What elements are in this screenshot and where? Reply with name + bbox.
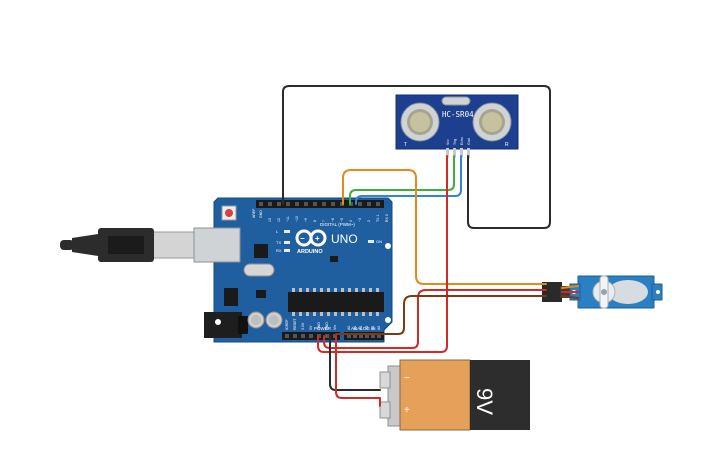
l-led-label: L: [276, 229, 279, 234]
power-pin-label: Vin: [333, 325, 337, 330]
power-pin-label: IOREF: [285, 319, 289, 330]
digital-label: DIGITAL (PWM~): [320, 222, 355, 227]
analog-in-label: ANALOG IN: [351, 326, 376, 331]
aref-label: AREF: [252, 209, 256, 218]
analog-pin-label: A4: [371, 326, 375, 330]
power-pin-label: 5V: [309, 325, 313, 330]
svg-text:+: +: [315, 234, 320, 243]
digital-pin-label: RX 0: [385, 214, 389, 222]
battery-negative-terminal: [379, 371, 391, 389]
wire-servo-gnd: [335, 295, 547, 335]
sensor-pin-label: Vcc: [446, 139, 450, 145]
sensor-model-label: HC-SR04: [442, 110, 474, 119]
digital-pin-label: ~6: [331, 218, 335, 222]
servo-motor: [542, 275, 663, 309]
battery-minus-label: −: [404, 373, 410, 384]
crystal: [441, 96, 471, 106]
tx-led-label: TX: [276, 240, 281, 245]
sensor-pins: [446, 148, 470, 158]
digital-pin-label: 4: [349, 220, 353, 222]
board-model-label: UNO: [331, 232, 358, 246]
digital-header: [256, 200, 384, 208]
digital-pin-label: 13: [268, 218, 272, 222]
on-led-label: ON: [376, 239, 382, 244]
digital-pin-label: ~11: [286, 216, 290, 222]
digital-pin-label: 7: [322, 220, 326, 222]
wire-sensor-gnd: [282, 85, 551, 229]
battery-positive-terminal: [379, 401, 391, 419]
servo-connector: [542, 282, 562, 302]
digital-pin-label: 12: [277, 218, 281, 222]
arduino-uno-board: − + ARDUINO UNO DIGITAL (PWM~) ANALOG IN…: [193, 197, 393, 343]
power-pin-labels: IOREF RESET 3.3V 5V GND GND Vin: [285, 317, 337, 330]
sensor-pin-label: Gnd: [467, 138, 471, 145]
dc-power-jack: [204, 312, 242, 338]
arduino-logo-text: ARDUINO: [297, 249, 323, 255]
analog-header: [344, 332, 384, 340]
digital-pin-label: TX 1: [376, 215, 380, 222]
usb-port: [193, 227, 241, 263]
wire-servo-vcc: [323, 289, 547, 349]
power-label: POWER: [314, 326, 332, 331]
sensor-r-mark: R: [505, 142, 509, 148]
svg-text:−: −: [300, 234, 305, 243]
analog-pin-label: A3: [365, 326, 369, 330]
digital-pin-labels: 13 12 ~11 ~10 ~9 8 7 ~6 ~5 4 ~3 2 TX 1 RX 0: [268, 214, 389, 222]
wire-battery-negative: [329, 335, 381, 391]
usb-cable: [60, 228, 197, 262]
wire-sensor-vcc: [317, 155, 448, 353]
digital-pin-label: ~10: [295, 216, 299, 222]
battery-plus-label: +: [404, 405, 410, 416]
analog-pin-label: A5: [377, 326, 381, 330]
analog-pin-label: A1: [353, 326, 357, 330]
gnd-label: GND: [259, 210, 263, 218]
power-pin-label: 3.3V: [301, 322, 305, 330]
power-pin-label: GND: [317, 322, 321, 330]
digital-pin-label: ~5: [340, 218, 344, 222]
power-pin-label: GND: [325, 322, 329, 330]
digital-pin-label: ~3: [358, 218, 362, 222]
wire-servo-signal: [342, 169, 547, 285]
digital-pin-label: ~9: [304, 218, 308, 222]
power-pin-label: RESET: [293, 317, 297, 330]
sensor-t-mark: T: [404, 142, 407, 148]
analog-pin-label: A0: [347, 326, 351, 330]
sensor-pin-label: Echo: [460, 137, 464, 145]
wire-sensor-trig: [349, 155, 455, 205]
arduino-logo: [295, 229, 327, 247]
wire-sensor-echo: [355, 155, 462, 205]
wire-battery-positive: [335, 335, 381, 407]
rx-led-label: RX: [276, 248, 282, 253]
digital-pin-label: 8: [313, 220, 317, 222]
analog-pin-label: A2: [359, 326, 363, 330]
battery-voltage-label: 9V: [472, 388, 497, 415]
sensor-pin-label: Trig: [453, 139, 457, 145]
wires: [282, 85, 579, 407]
atmega-chip: [288, 292, 384, 312]
9v-battery: − + 9V: [379, 359, 530, 431]
digital-pin-label: 2: [367, 220, 371, 222]
